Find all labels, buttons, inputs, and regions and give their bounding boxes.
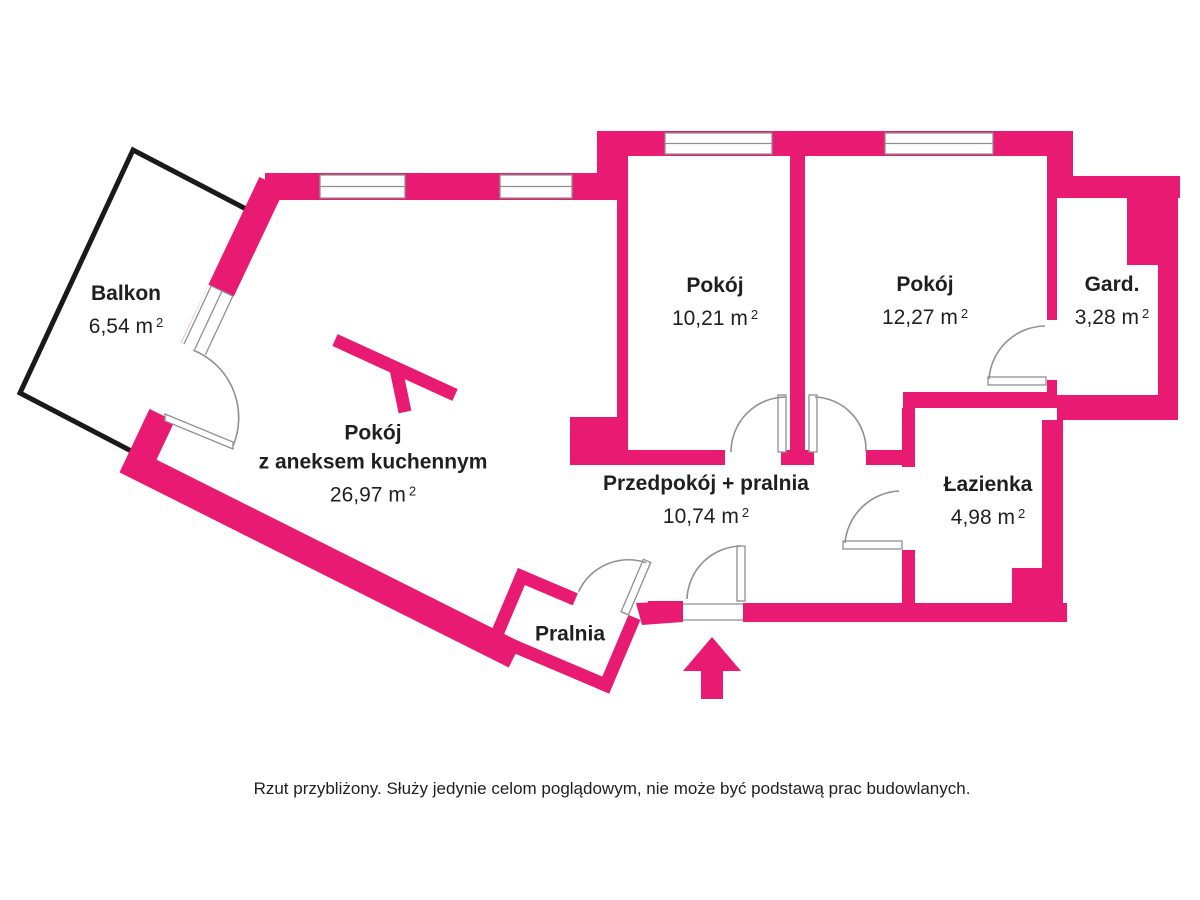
door-gard [987, 325, 1047, 386]
disclaimer-text: Rzut przybliżony. Służy jedynie celom po… [253, 779, 971, 798]
windows [319, 132, 994, 199]
door-pokoj2 [808, 394, 867, 453]
room-name: Pokój [344, 421, 402, 445]
room-name-line2: z aneksem kuchennym [258, 450, 488, 474]
diagonal-walls [119, 177, 522, 668]
room-label-pralnia: Pralnia [535, 620, 605, 649]
pralnia-wall-connector [636, 601, 683, 625]
entrance-door [683, 545, 746, 621]
door-pokoj1 [730, 394, 787, 453]
room-name: Pokój [686, 274, 744, 297]
entrance-arrow-icon [683, 637, 741, 699]
room-name: Łazienka [943, 473, 1033, 496]
door-lazienka [842, 490, 903, 550]
room-name: Przedpokój + pralnia [603, 472, 809, 495]
pralnia-room [486, 558, 652, 694]
room-name: Pralnia [534, 622, 606, 646]
balcony-door [147, 342, 240, 450]
room-name: Gard. [1084, 273, 1140, 296]
room-name: Balkon [90, 282, 161, 305]
kitchen-divider [332, 334, 458, 414]
balcony-window [179, 284, 236, 360]
room-name: Pokój [896, 273, 954, 296]
